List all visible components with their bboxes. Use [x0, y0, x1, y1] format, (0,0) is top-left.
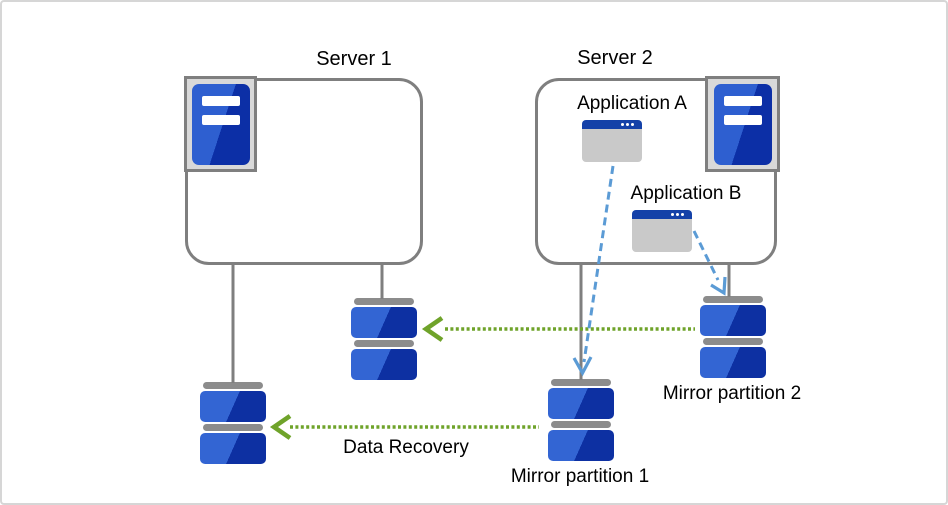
window-titlebar	[582, 120, 642, 129]
server1-tower-icon	[184, 76, 257, 172]
server1-partition-disk-icon	[200, 382, 266, 464]
mirror-partition2-label: Mirror partition 2	[662, 383, 802, 404]
window-titlebar	[632, 210, 692, 219]
application-a-label: Application A	[577, 93, 687, 114]
disk-cap	[703, 296, 763, 303]
disk-divider	[354, 340, 414, 347]
green-arrowhead-icon	[421, 316, 444, 342]
application-a-window-icon	[582, 120, 642, 162]
titlebar-dot-icon	[676, 213, 679, 216]
titlebar-dot-icon	[626, 123, 629, 126]
server1-label: Server 1	[316, 48, 392, 70]
tower-slot-bar	[723, 95, 762, 106]
blue-arrowhead-icon	[710, 276, 727, 296]
disk-cap	[203, 382, 263, 389]
server2-label: Server 2	[577, 47, 653, 69]
blue-arrowhead-icon	[572, 356, 593, 377]
server-tower-glyph	[191, 83, 250, 165]
data-recovery-label: Data Recovery	[343, 437, 469, 458]
application-b-window-icon	[632, 210, 692, 252]
window-body	[582, 129, 642, 162]
server2-tower-icon	[705, 76, 780, 172]
disk-cap	[551, 379, 611, 386]
server-tower-glyph	[713, 83, 772, 165]
green-arrowhead-icon	[269, 414, 292, 440]
disk-platter	[351, 307, 417, 338]
disk-platter	[548, 388, 614, 419]
application-b-label: Application B	[630, 183, 742, 204]
disk-platter	[200, 391, 266, 422]
window-body	[632, 219, 692, 252]
titlebar-dot-icon	[681, 213, 684, 216]
server1-mirror-target-disk-icon	[351, 298, 417, 380]
disk-platter	[700, 347, 766, 378]
disk-platter	[200, 433, 266, 464]
titlebar-dot-icon	[671, 213, 674, 216]
titlebar-dot-icon	[621, 123, 624, 126]
tower-slot-bar	[201, 95, 240, 106]
mirror-partition1-disk-icon	[548, 379, 614, 461]
disk-divider	[703, 338, 763, 345]
tower-slot-bar	[201, 114, 240, 125]
disk-divider	[551, 421, 611, 428]
mirror-partition2-disk-icon	[700, 296, 766, 378]
disk-platter	[700, 305, 766, 336]
disk-divider	[203, 424, 263, 431]
tower-slot-bar	[723, 114, 762, 125]
disk-platter	[351, 349, 417, 380]
mirror-partition1-label: Mirror partition 1	[510, 466, 650, 487]
disk-platter	[548, 430, 614, 461]
titlebar-dot-icon	[631, 123, 634, 126]
disk-cap	[354, 298, 414, 305]
